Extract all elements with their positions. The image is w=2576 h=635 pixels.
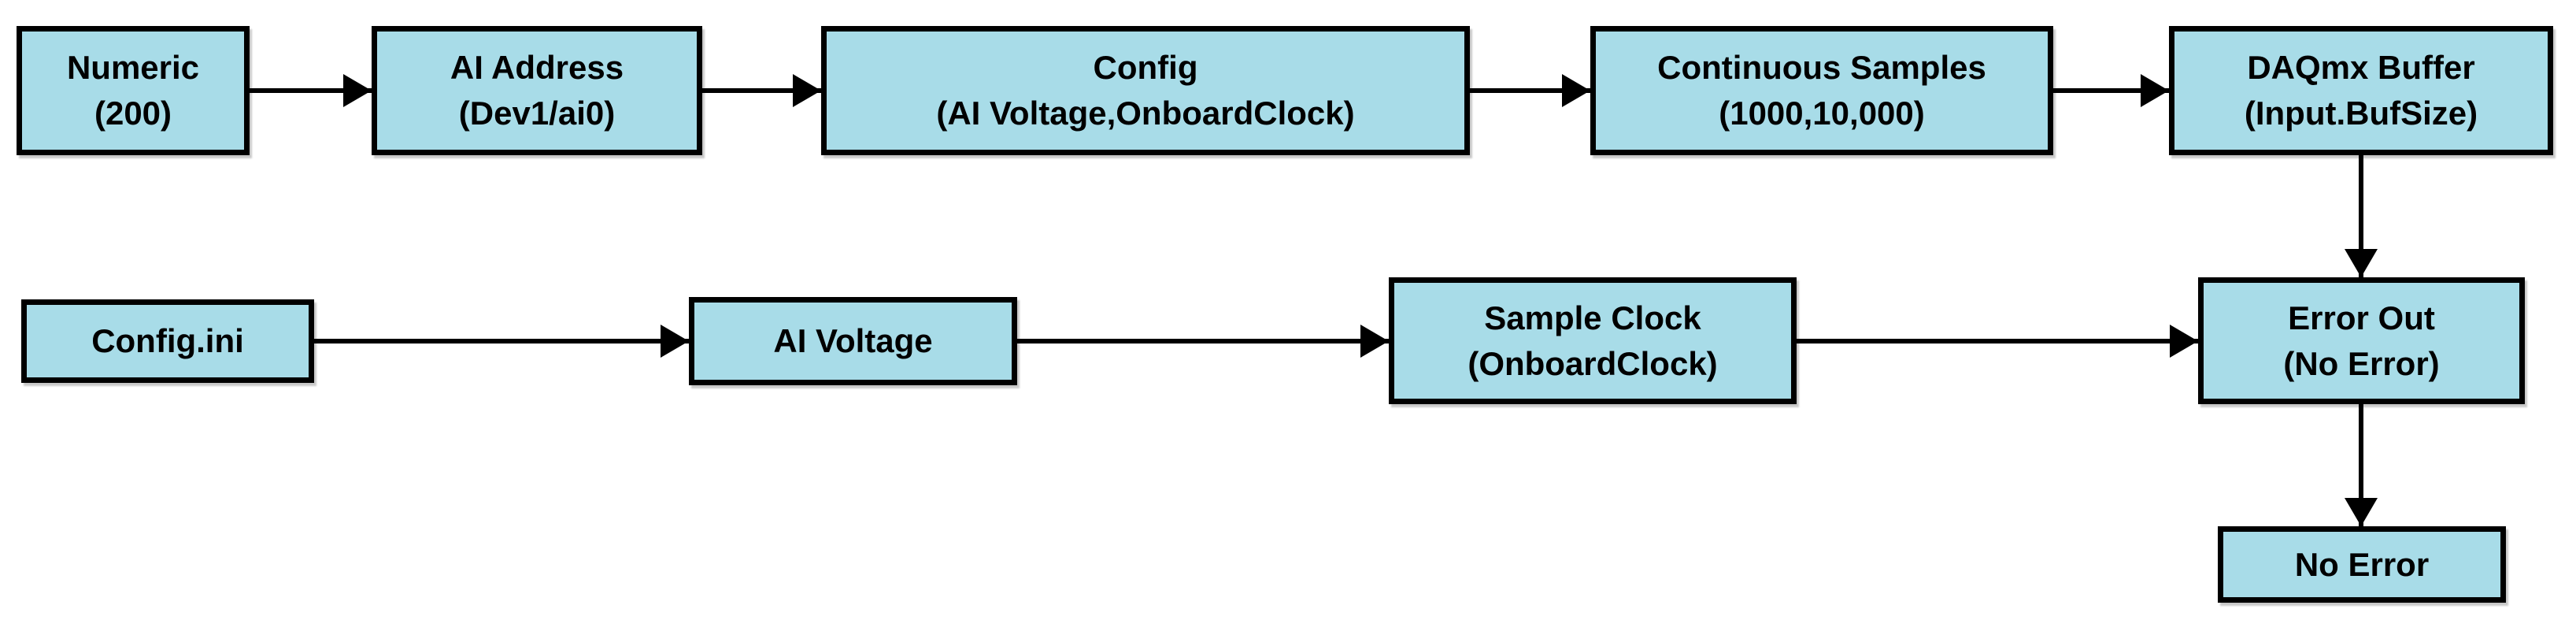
node-config-ini: Config.ini — [21, 299, 314, 383]
node-sample-clock: Sample Clock (OnboardClock) — [1389, 277, 1797, 404]
node-ai-address-label: AI Address — [450, 49, 624, 86]
node-error-out: Error Out (No Error) — [2198, 277, 2525, 404]
node-ai-voltage-label: AI Voltage — [773, 322, 933, 359]
node-daqmx-buffer-label: DAQmx Buffer — [2247, 49, 2475, 86]
node-daqmx-buffer-param: (Input.BufSize) — [2244, 95, 2478, 132]
node-config-ini-label: Config.ini — [91, 322, 244, 359]
node-sample-clock-param: (OnboardClock) — [1468, 344, 1718, 382]
node-error-out-label: Error Out — [2288, 299, 2435, 336]
node-daqmx-buffer: DAQmx Buffer (Input.BufSize) — [2169, 26, 2553, 155]
node-continuous-samples: Continuous Samples (1000,10,000) — [1590, 26, 2053, 155]
node-numeric: Numeric (200) — [17, 26, 250, 155]
node-no-error-label: No Error — [2294, 545, 2430, 583]
node-ai-voltage: AI Voltage — [689, 297, 1017, 385]
node-config-param: (AI Voltage,OnboardClock) — [936, 95, 1355, 132]
node-no-error: No Error — [2218, 526, 2506, 603]
node-sample-clock-label: Sample Clock — [1484, 299, 1701, 336]
node-numeric-param: (200) — [94, 95, 172, 132]
node-error-out-param: (No Error) — [2283, 344, 2440, 382]
node-config: Config (AI Voltage,OnboardClock) — [821, 26, 1470, 155]
node-ai-address: AI Address (Dev1/ai0) — [372, 26, 702, 155]
node-config-label: Config — [1093, 49, 1198, 86]
node-numeric-label: Numeric — [66, 49, 200, 86]
node-continuous-samples-label: Continuous Samples — [1657, 49, 1986, 86]
node-ai-address-param: (Dev1/ai0) — [458, 95, 616, 132]
node-continuous-samples-param: (1000,10,000) — [1719, 95, 1925, 132]
